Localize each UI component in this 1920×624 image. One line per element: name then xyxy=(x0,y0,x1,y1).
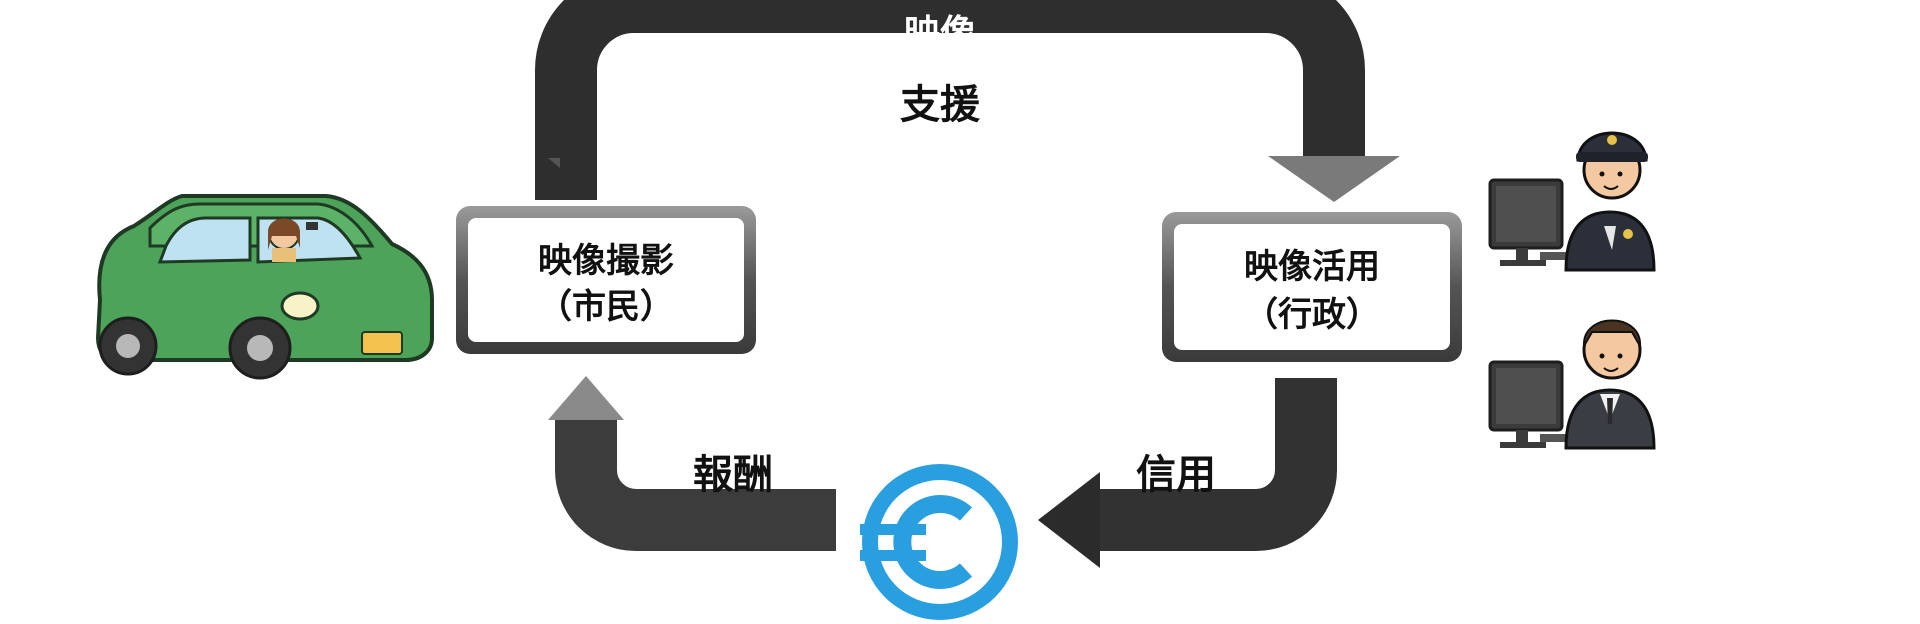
car-with-driver-icon xyxy=(95,194,434,380)
citizen-node-role: （市民） xyxy=(538,287,674,327)
government-node-title: 映像活用 xyxy=(1244,247,1380,287)
support-label: 支援 xyxy=(900,82,981,128)
citizen-node-title: 映像撮影 xyxy=(538,241,674,281)
arrow-head-left-icon xyxy=(1038,472,1100,568)
government-official-at-computer-icon xyxy=(1488,319,1656,450)
top-flow-arrow xyxy=(535,0,1400,202)
police-officer-at-computer-icon xyxy=(1488,131,1656,272)
credit-flow-arrow xyxy=(1038,378,1337,568)
arrow-head-up-icon xyxy=(548,376,624,420)
reward-label: 報酬 xyxy=(693,452,773,498)
crypto-coin-icon xyxy=(860,462,1020,622)
reward-flow-arrow xyxy=(548,376,836,551)
government-node: 映像活用 （行政） xyxy=(1162,212,1462,362)
arrow-head-down-icon xyxy=(1268,156,1400,202)
government-node-role: （行政） xyxy=(1244,295,1380,335)
top-arrow-label: 映像 xyxy=(904,13,976,54)
citizen-node: 映像撮影 （市民） xyxy=(456,206,756,354)
credit-label: 信用 xyxy=(1136,452,1216,498)
